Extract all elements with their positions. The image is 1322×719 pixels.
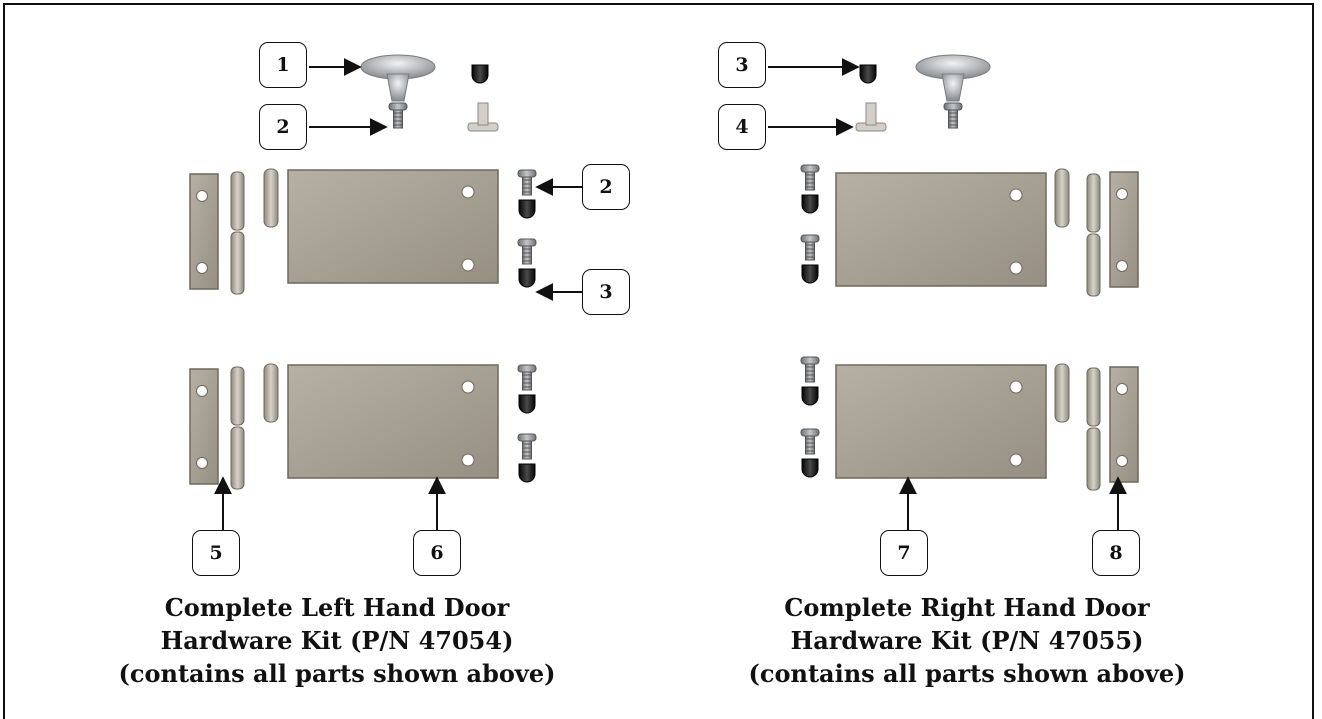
callout-8: 8 [1092, 530, 1140, 576]
caption-right-line2: Hardware Kit (P/N 47055) [707, 624, 1227, 657]
callout-2-side: 2 [582, 164, 630, 210]
right-loose-cap-and-screw [856, 65, 886, 131]
left-hinge-upper [190, 169, 498, 294]
callout-3-side: 3 [582, 269, 630, 315]
right-knob-part [916, 55, 990, 128]
left-fasteners-lower [518, 365, 536, 482]
callout-5: 5 [192, 530, 240, 576]
callout-7: 7 [880, 530, 928, 576]
callout-2-top: 2 [259, 104, 307, 150]
knob-part [361, 55, 435, 128]
callout-6: 6 [413, 530, 461, 576]
caption-left-line1: Complete Left Hand Door [77, 591, 597, 624]
callout-1: 1 [259, 42, 307, 88]
caption-right-line1: Complete Right Hand Door [707, 591, 1227, 624]
callout-3-right: 3 [718, 42, 766, 88]
right-hinge-lower [836, 364, 1138, 490]
caption-left-line2: Hardware Kit (P/N 47054) [77, 624, 597, 657]
right-hinge-upper [836, 169, 1138, 296]
left-hinge-lower [190, 364, 498, 489]
caption-right-kit: Complete Right Hand Door Hardware Kit (P… [707, 591, 1227, 690]
left-fasteners-upper [518, 170, 536, 287]
caption-right-line3: (contains all parts shown above) [707, 657, 1227, 690]
loose-cap-and-screw [468, 65, 498, 131]
right-fasteners-lower [801, 357, 819, 477]
caption-left-kit: Complete Left Hand Door Hardware Kit (P/… [77, 591, 597, 690]
right-fasteners-upper [801, 165, 819, 283]
callout-4-right: 4 [718, 104, 766, 150]
caption-left-line3: (contains all parts shown above) [77, 657, 597, 690]
